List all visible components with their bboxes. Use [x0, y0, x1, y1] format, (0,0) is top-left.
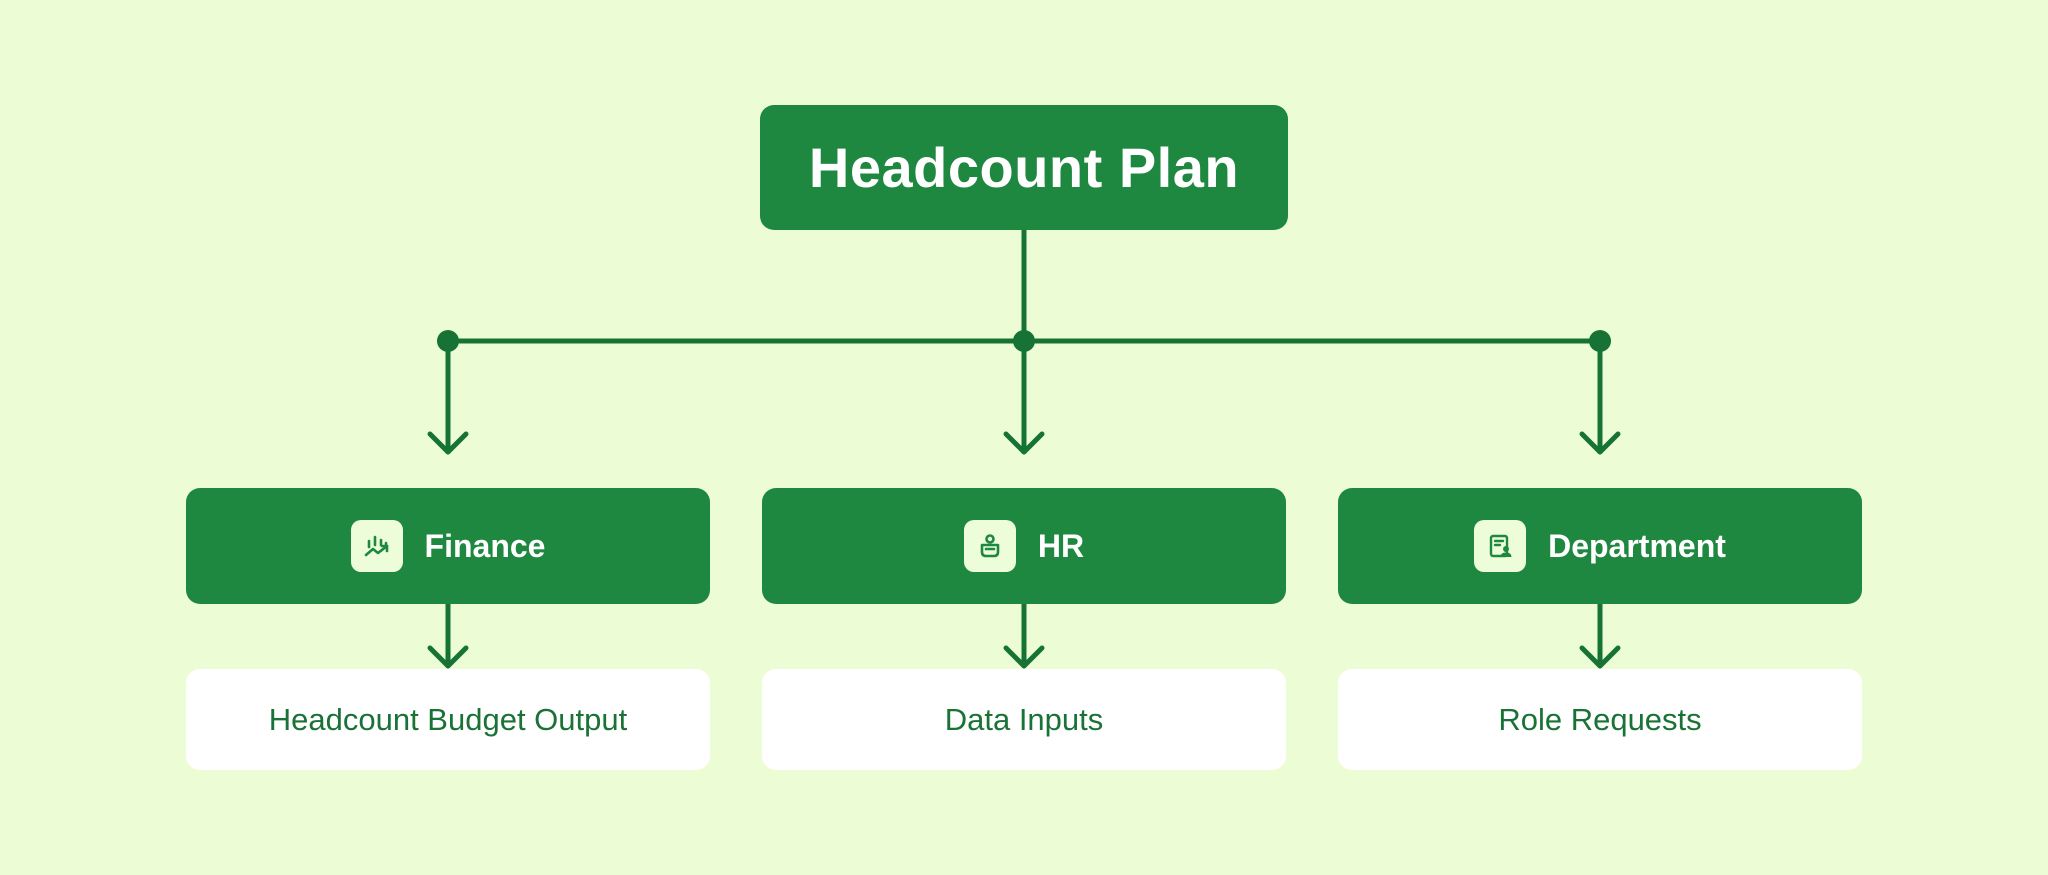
dept-label-finance: Finance: [424, 527, 546, 564]
person-badge-icon: [963, 520, 1016, 572]
dept-node-hr: HR: [762, 488, 1286, 604]
dept-node-finance: Finance: [186, 488, 710, 604]
output-node-hr: Data Inputs: [762, 669, 1286, 770]
junction-dot-finance: [437, 330, 459, 352]
out-arrowhead-hr: [1003, 645, 1045, 669]
root-title: Headcount Plan: [808, 136, 1240, 199]
output-node-finance: Headcount Budget Output: [186, 669, 710, 770]
output-label-finance: Headcount Budget Output: [268, 701, 628, 737]
finance-chart-icon: [350, 520, 403, 572]
arrowhead-hr: [1003, 431, 1045, 455]
out-arrowhead-finance: [427, 645, 469, 669]
document-person-icon: [1474, 520, 1527, 572]
arrowhead-department: [1579, 431, 1621, 455]
output-node-department: Role Requests: [1338, 669, 1862, 770]
root-node: Headcount Plan: [760, 105, 1288, 230]
output-label-department: Role Requests: [1498, 701, 1702, 737]
junction-dot-department: [1589, 330, 1611, 352]
dept-label-department: Department: [1548, 527, 1726, 564]
dept-node-department: Department: [1338, 488, 1862, 604]
junction-dot-hr: [1013, 330, 1035, 352]
dept-label-hr: HR: [1037, 527, 1085, 564]
out-arrowhead-department: [1579, 645, 1621, 669]
output-label-hr: Data Inputs: [944, 701, 1104, 737]
arrowhead-finance: [427, 431, 469, 455]
